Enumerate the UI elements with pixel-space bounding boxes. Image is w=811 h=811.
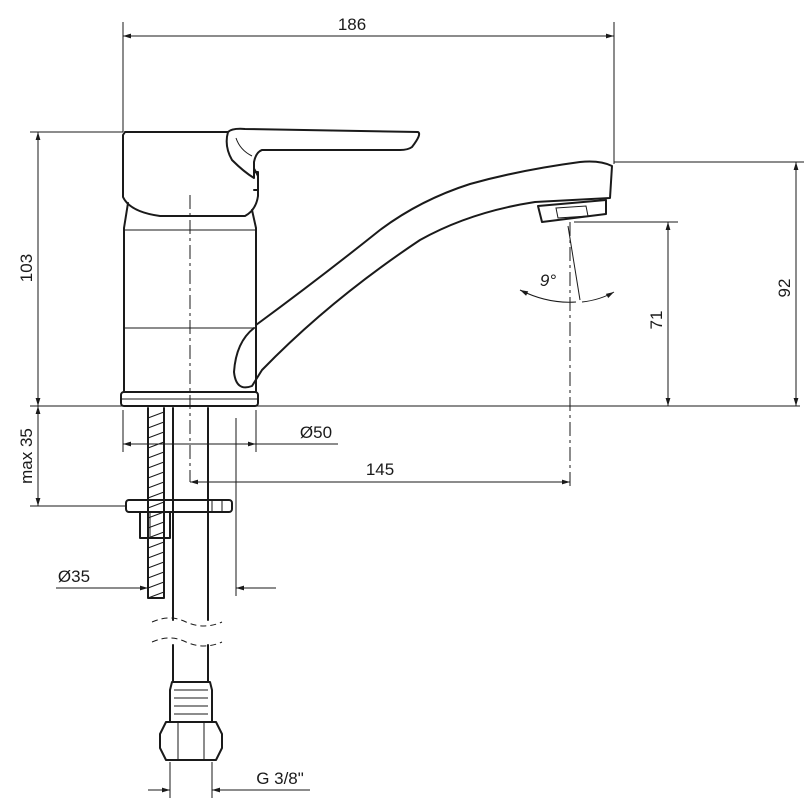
- break-line-top: [151, 617, 223, 627]
- reference-lines: [30, 195, 800, 490]
- hose-ferrule: [169, 681, 213, 723]
- dim-base-diameter: Ø50: [300, 423, 332, 442]
- dim-spout-reach: 145: [366, 460, 394, 479]
- aerator-insert: [555, 205, 589, 219]
- dim-aerator-angle: 9°: [540, 271, 556, 290]
- lever-handle: [225, 127, 421, 179]
- dim-max-deck-thickness: max 35: [17, 428, 36, 484]
- dim-overall-width: 186: [338, 15, 366, 34]
- aerator: [537, 199, 607, 223]
- break-line-bottom: [151, 637, 223, 647]
- rod-thread-hatch: [147, 411, 165, 599]
- dim-aerator-height: 71: [647, 311, 666, 330]
- dim-body-height: 103: [17, 254, 36, 282]
- dim-angle-arc-right: [581, 291, 615, 303]
- dimensions: 186 103 92 71 9° Ø50 145 max 35: [17, 15, 804, 798]
- dim-hole-diameter: Ø35: [58, 567, 90, 586]
- spout: [233, 160, 613, 389]
- ferrule-hatch: [174, 689, 208, 715]
- threaded-rod: [147, 407, 165, 599]
- set-screw: [253, 171, 259, 191]
- dim-angle-arc-left: [519, 289, 577, 303]
- angle-ray: [567, 225, 581, 301]
- lever-detail: [235, 137, 253, 157]
- faucet-body: [120, 127, 613, 407]
- dim-connection-thread: G 3/8": [256, 769, 304, 788]
- dim-spout-height: 92: [775, 279, 794, 298]
- mounting-washer: [125, 499, 233, 513]
- mounting-assembly: [125, 407, 233, 761]
- connection-nut: [159, 721, 223, 761]
- mounting-nut: [139, 511, 171, 539]
